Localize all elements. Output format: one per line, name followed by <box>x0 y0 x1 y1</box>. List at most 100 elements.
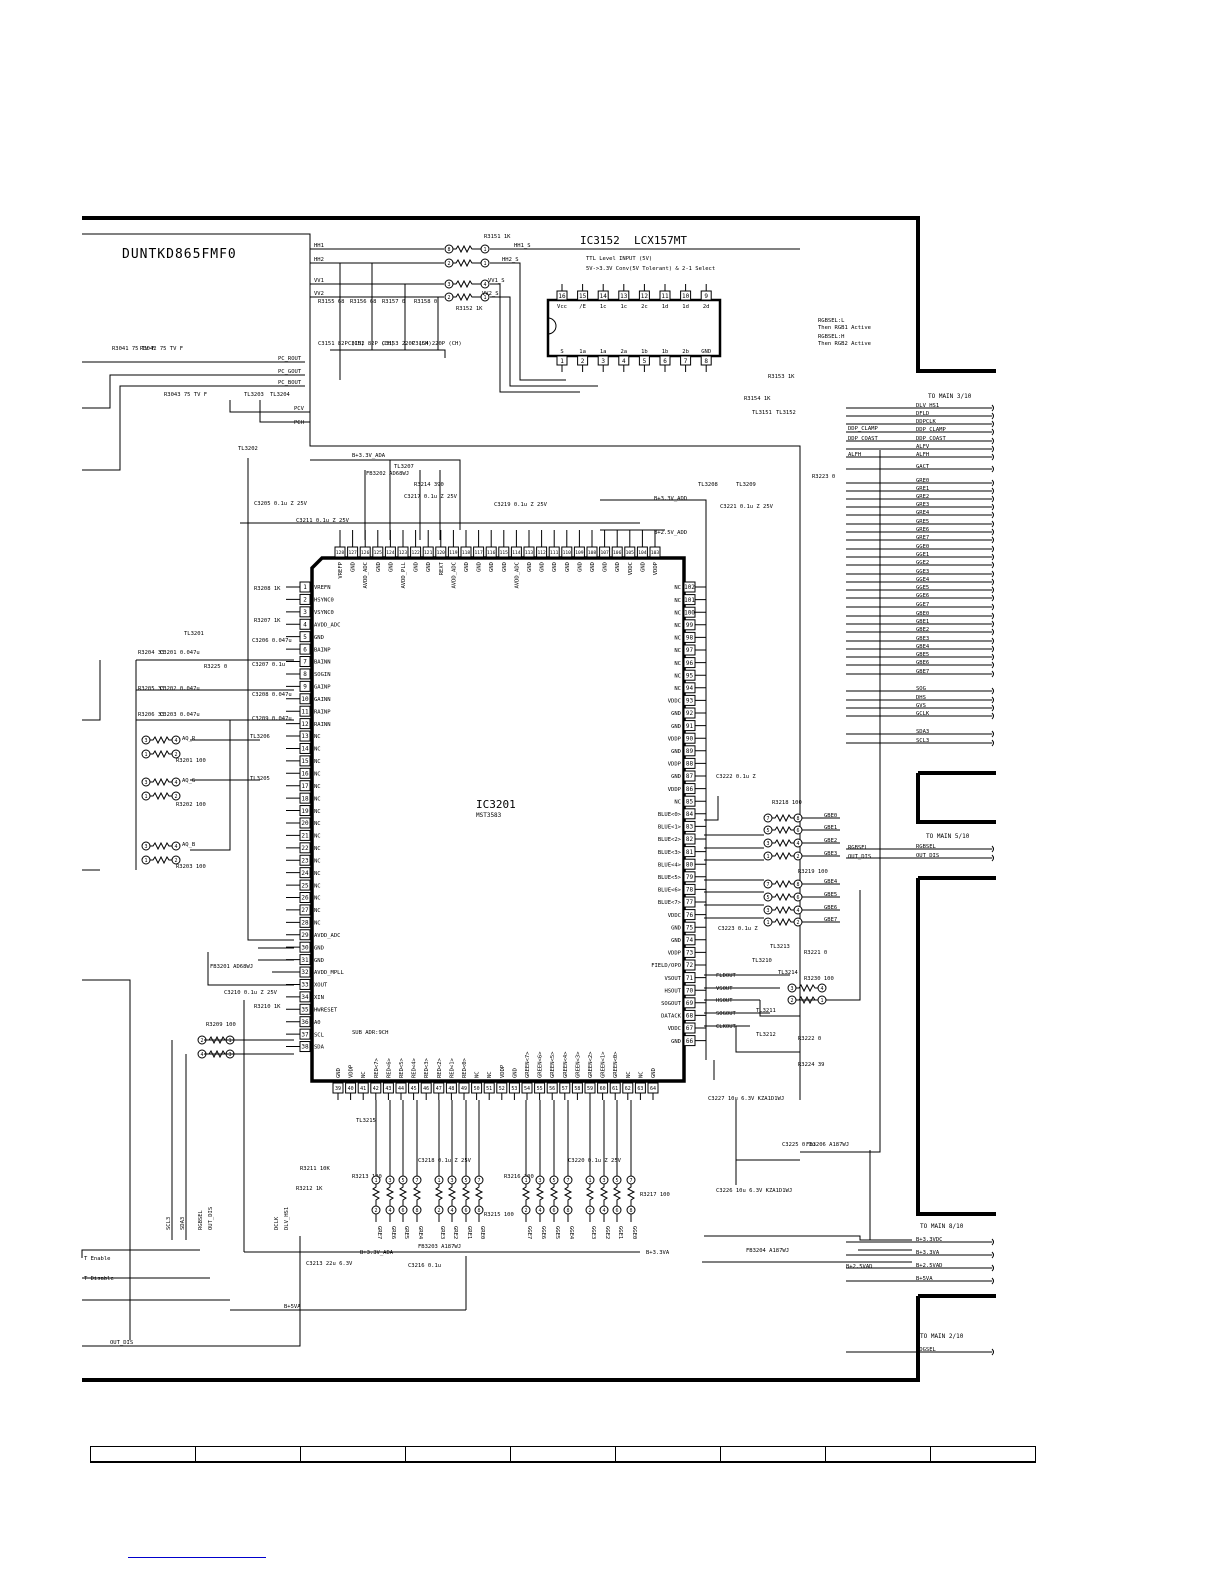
resistor <box>796 983 818 993</box>
connector-terminal <box>991 511 994 519</box>
ra-pin-number: 8 <box>477 1208 480 1214</box>
pin-box <box>334 546 346 558</box>
pin-box <box>622 1082 634 1094</box>
pin-box <box>683 909 696 921</box>
ra-pin-number: 6 <box>401 1208 404 1214</box>
bottom-ra-section: R3213 100 R3215 100 R3216 100 R3217 100 … <box>352 1100 670 1240</box>
label-r3224: R3224 39 <box>798 1062 825 1068</box>
pin-box <box>485 546 497 558</box>
pin-box <box>498 546 510 558</box>
connector-terminal <box>991 445 994 453</box>
label-aq-b: AQ_B <box>182 842 196 848</box>
net-label: DLV_HS1 <box>284 1207 290 1230</box>
net-label: GGE0 <box>631 1226 637 1239</box>
pin-number: 15 <box>579 293 587 300</box>
connector-terminal <box>991 730 994 738</box>
pin-box <box>683 783 696 795</box>
pin-number: 69 <box>686 1000 694 1007</box>
pin-label: GND <box>671 711 681 717</box>
ra-pin-number: 2 <box>790 998 793 1004</box>
ra-pin-number: 6 <box>464 1208 467 1214</box>
pin-label: GND <box>336 1068 342 1078</box>
ic3152-body <box>546 298 722 358</box>
pin-label: GND <box>527 562 533 572</box>
pin-label: 1b <box>662 349 669 355</box>
pin-label: 2a <box>620 349 627 355</box>
label-tl3203: TL3203 <box>244 392 264 398</box>
label-c3154: C3154 220P (CH) <box>412 341 462 347</box>
pin-number: 97 <box>686 647 694 654</box>
label-r3153: R3153 1K <box>768 374 795 380</box>
pin-number: 13 <box>620 293 628 300</box>
net-vv1s: VV1_S <box>488 278 505 284</box>
ra-pin-number: 4 <box>388 1208 391 1214</box>
pin-label: GND <box>540 562 546 572</box>
resistor <box>453 279 481 289</box>
pin-box <box>410 546 422 558</box>
pin-number: 55 <box>537 1086 543 1092</box>
pin-label: GND <box>671 1039 681 1045</box>
pin-box <box>683 934 696 946</box>
pin-box <box>680 355 692 366</box>
pin-box <box>683 757 696 769</box>
net-label: GRE2 <box>452 1226 458 1239</box>
resistor <box>474 1184 484 1206</box>
net-label: GRE5 <box>403 1226 409 1239</box>
pin-label: 2c <box>641 304 648 310</box>
ra-pin-number: 1 <box>144 794 147 800</box>
pin-box <box>700 290 712 301</box>
label-c3219: C3219 0.1u Z 25V <box>494 502 548 508</box>
pin-box <box>299 1016 311 1028</box>
pin-box <box>408 1082 420 1094</box>
bottom-link-line[interactable] <box>128 1557 266 1558</box>
pin-label: RED<5> <box>399 1057 405 1078</box>
pin-box <box>611 546 623 558</box>
resistor <box>772 917 794 927</box>
resistor <box>150 735 172 745</box>
pin-label: GND <box>351 562 357 572</box>
ra-pin-number: 3 <box>538 1178 541 1184</box>
net-t-disable: T Disable <box>84 1276 114 1282</box>
label-tl3214: TL3214 <box>778 970 799 976</box>
label-c3205: C3205 0.1u Z 25V <box>254 501 308 507</box>
label-tl3207: TL3207 <box>394 464 414 470</box>
pin-number: 10 <box>301 696 309 703</box>
connector-signal: SCL3 <box>916 738 929 744</box>
pin-label: AVDD_PLL <box>401 561 407 588</box>
net-clkout: CLKOUT <box>716 1024 737 1030</box>
pin-label: NC <box>674 799 681 805</box>
pin-box <box>523 546 535 558</box>
label-c3208: C3208 0.047u <box>252 692 292 698</box>
pin-label: 2d <box>703 304 710 310</box>
resistor <box>772 892 794 902</box>
pin-box <box>299 581 311 593</box>
lower-left-section: T Enable T Disable B+5VA OUT_DIS FB3201 … <box>81 952 670 1347</box>
connector-terminal <box>991 495 994 503</box>
connector-signal: GRE4 <box>916 510 930 516</box>
pin-label: AVDD_ADC <box>514 562 520 589</box>
pin-number: 70 <box>686 987 694 994</box>
ic3152-ref: IC3152 <box>580 234 620 247</box>
pin-label: GREEN<0> <box>613 1051 619 1078</box>
ra-pin-number: 3 <box>144 844 147 850</box>
conn8-title: TO MAIN 8/10 <box>920 1223 964 1230</box>
connector-signal: B+5VA <box>916 1276 933 1282</box>
pin-label: NC <box>674 661 681 667</box>
net-out-dis: OUT_DIS <box>848 854 871 860</box>
pin-label: NC <box>674 598 681 604</box>
net-t-enable: T Enable <box>84 1256 111 1262</box>
pin-box <box>471 1082 483 1094</box>
pin-label: AVDD_ADC <box>314 933 341 939</box>
pin-label: GND <box>489 562 495 572</box>
rgbsel-note-3: RGBSEL:H <box>818 334 845 340</box>
pin-label: Vcc <box>557 304 567 310</box>
pin-number: 8 <box>303 671 307 678</box>
net-label: GBE1 <box>824 825 837 831</box>
pin-box <box>473 546 485 558</box>
pin-number: 3 <box>303 609 307 616</box>
pin-number: 68 <box>686 1013 694 1020</box>
pin-label: 2b <box>682 349 689 355</box>
ra-pin-number: 1 <box>766 854 769 860</box>
ra-pin-number: 7 <box>415 1178 418 1184</box>
pin-label: GND <box>552 562 558 572</box>
